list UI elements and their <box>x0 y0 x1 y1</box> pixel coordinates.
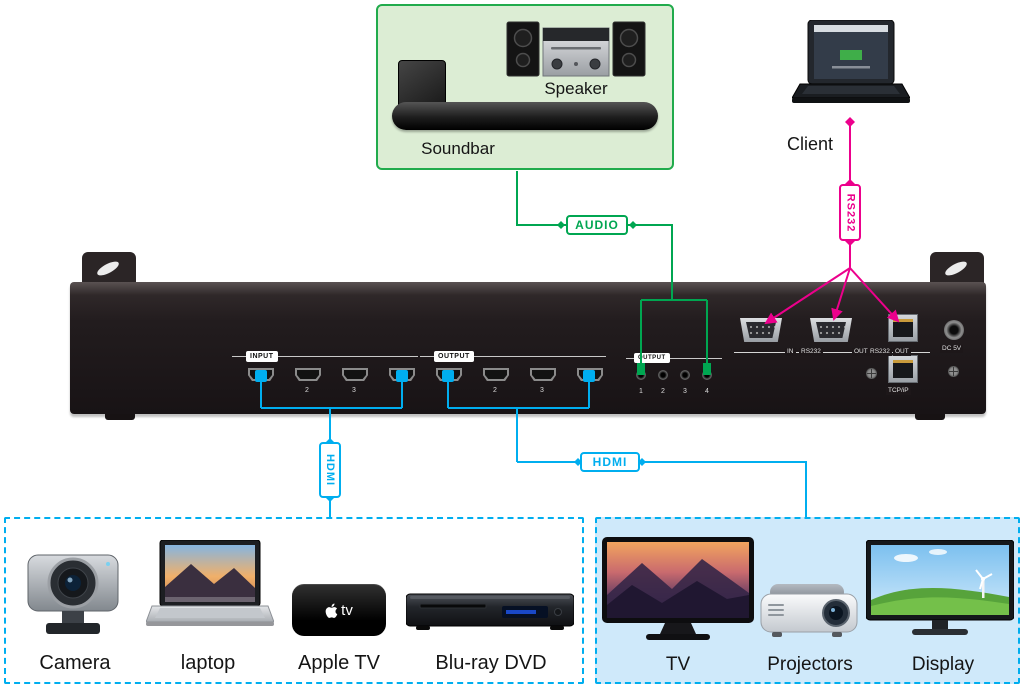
output-port-number: 3 <box>540 387 544 394</box>
hdmi-output-port-2 <box>483 368 509 381</box>
device-foot <box>915 414 945 420</box>
audio-output-group-label: OUTPUT <box>634 353 670 363</box>
speaker-label: Speaker <box>544 79 608 98</box>
audio-badge: AUDIO <box>566 215 628 235</box>
dc-power-jack <box>944 320 964 340</box>
lan-out-label: OUT <box>893 348 911 356</box>
bluray-player-image <box>406 593 574 630</box>
tcpip-port <box>888 355 918 383</box>
hdmi-output-port-1 <box>436 368 462 381</box>
rs232-out-port-label: RS232 <box>868 348 892 356</box>
display-label-tv: TV <box>665 654 691 675</box>
hdmi-sources-box <box>4 517 584 684</box>
rs232-badge-label: RS232 <box>844 193 857 232</box>
display-label-display: Display <box>911 654 975 675</box>
audio-output-jack-1 <box>636 370 646 380</box>
rs232-in-port <box>740 318 782 342</box>
rack-ear-left <box>82 252 136 286</box>
input-port-number: 3 <box>352 387 356 394</box>
input-port-number: 2 <box>305 387 309 394</box>
device-foot <box>105 414 135 420</box>
output-group-label: OUTPUT <box>434 351 474 362</box>
hdmi-output-port-3 <box>530 368 556 381</box>
hdmi-sources-badge-label: HDMI <box>324 453 337 487</box>
output-port-number: 2 <box>493 387 497 394</box>
speaker-image <box>506 21 646 77</box>
hdmi-input-port-1 <box>248 368 274 381</box>
laptop-image <box>146 540 274 626</box>
hdmi-input-port-3 <box>342 368 368 381</box>
soundbar-image <box>392 102 658 130</box>
lan-out-port <box>888 314 918 342</box>
hdmi-input-port-2 <box>295 368 321 381</box>
hdmi-displays-badge: HDMI <box>580 452 640 472</box>
rs232-out-label: OUT <box>852 348 870 356</box>
client-label: Client <box>786 134 834 154</box>
audio-output-jack-4 <box>702 370 712 380</box>
rs232-badge: RS232 <box>839 184 861 241</box>
dc-power-label: DC 5V <box>940 345 964 353</box>
audio-jack-number: 2 <box>661 388 665 395</box>
tv-image <box>602 537 754 640</box>
audio-output-jack-3 <box>680 370 690 380</box>
hdmi-displays-badge-label: HDMI <box>592 455 628 469</box>
projector-image <box>760 584 858 637</box>
source-label-camera: Camera <box>39 652 111 674</box>
audio-jack-number: 4 <box>705 388 709 395</box>
screw-icon <box>866 368 877 379</box>
screw-icon <box>948 366 959 377</box>
audio-badge-label: AUDIO <box>575 218 619 232</box>
rack-ear-right <box>930 252 984 286</box>
display-label-projectors: Projectors <box>767 654 853 675</box>
source-label-apple-tv: Apple TV <box>298 652 380 674</box>
apple-tv-device-text: tv <box>341 602 353 619</box>
audio-jack-number: 3 <box>683 388 687 395</box>
hdmi-output-port-4 <box>577 368 603 381</box>
rs232-in-label: IN <box>785 348 796 356</box>
apple-logo-icon <box>325 602 338 618</box>
tcpip-label: TCP/iP <box>886 387 911 395</box>
audio-jack-number: 1 <box>639 388 643 395</box>
source-label-laptop: laptop <box>180 652 236 674</box>
display-image <box>866 540 1014 635</box>
matrix-switcher-device <box>70 282 986 414</box>
input-group-label: INPUT <box>246 351 278 362</box>
soundbar-label: Soundbar <box>421 139 495 158</box>
source-label-bluray: Blu-ray DVD <box>435 652 547 674</box>
client-laptop-image <box>792 20 910 103</box>
hdmi-sources-badge: HDMI <box>319 442 341 498</box>
audio-output-jack-2 <box>658 370 668 380</box>
rs232-in-port-label: RS232 <box>799 348 823 356</box>
apple-tv-image: tv <box>292 584 386 636</box>
camera-image <box>27 554 119 634</box>
rs232-out-port <box>810 318 852 342</box>
hdmi-input-port-4 <box>389 368 415 381</box>
